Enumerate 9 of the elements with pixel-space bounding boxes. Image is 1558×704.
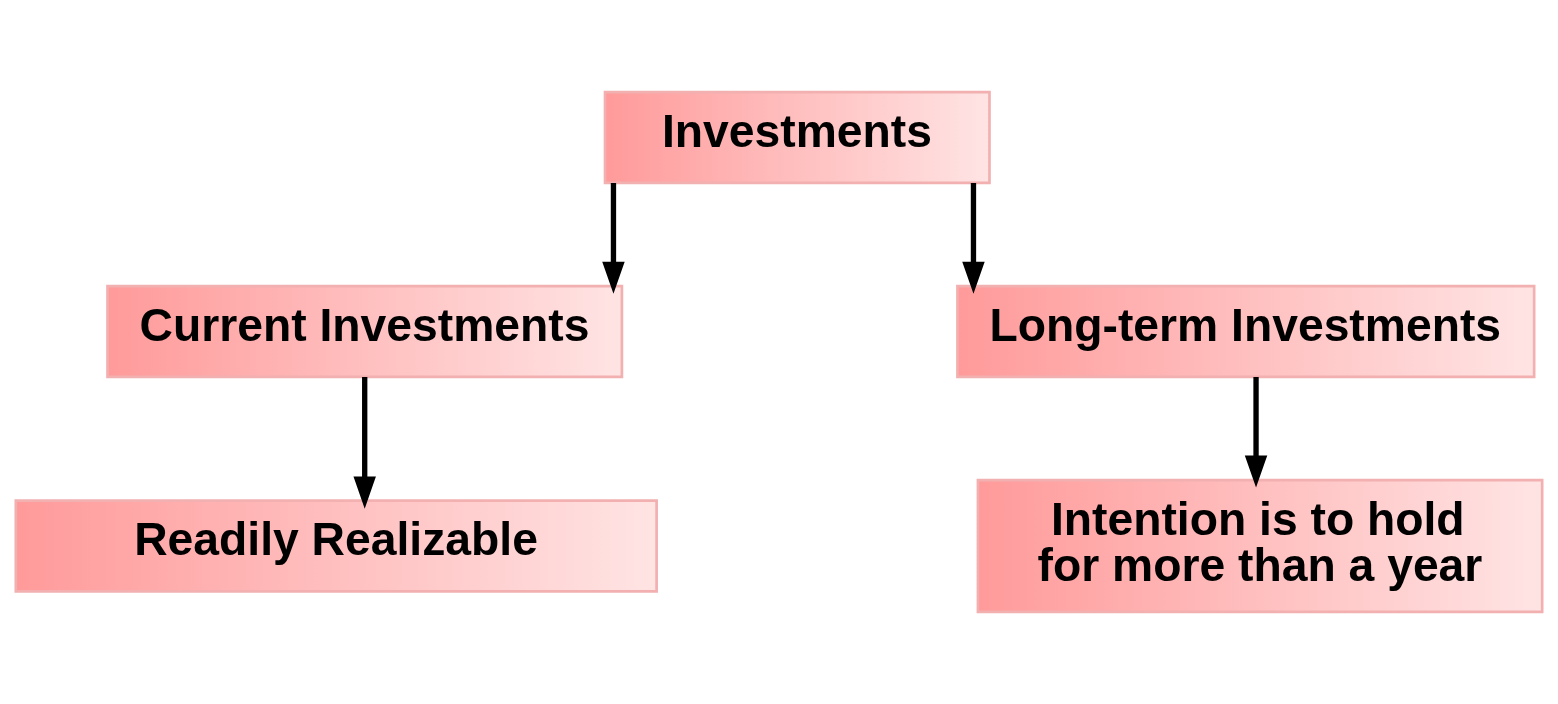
node-box: Intention is to hold for more than a year: [976, 478, 1544, 614]
arrow: [353, 377, 376, 509]
node-box: Long-term Investments: [956, 284, 1536, 379]
arrow: [962, 183, 985, 294]
arrow: [1244, 377, 1268, 488]
node-box: Investments: [603, 90, 991, 185]
node-box: Current Investments: [106, 284, 624, 379]
node-box: Readily Realizable: [14, 499, 658, 593]
arrow: [602, 183, 625, 294]
